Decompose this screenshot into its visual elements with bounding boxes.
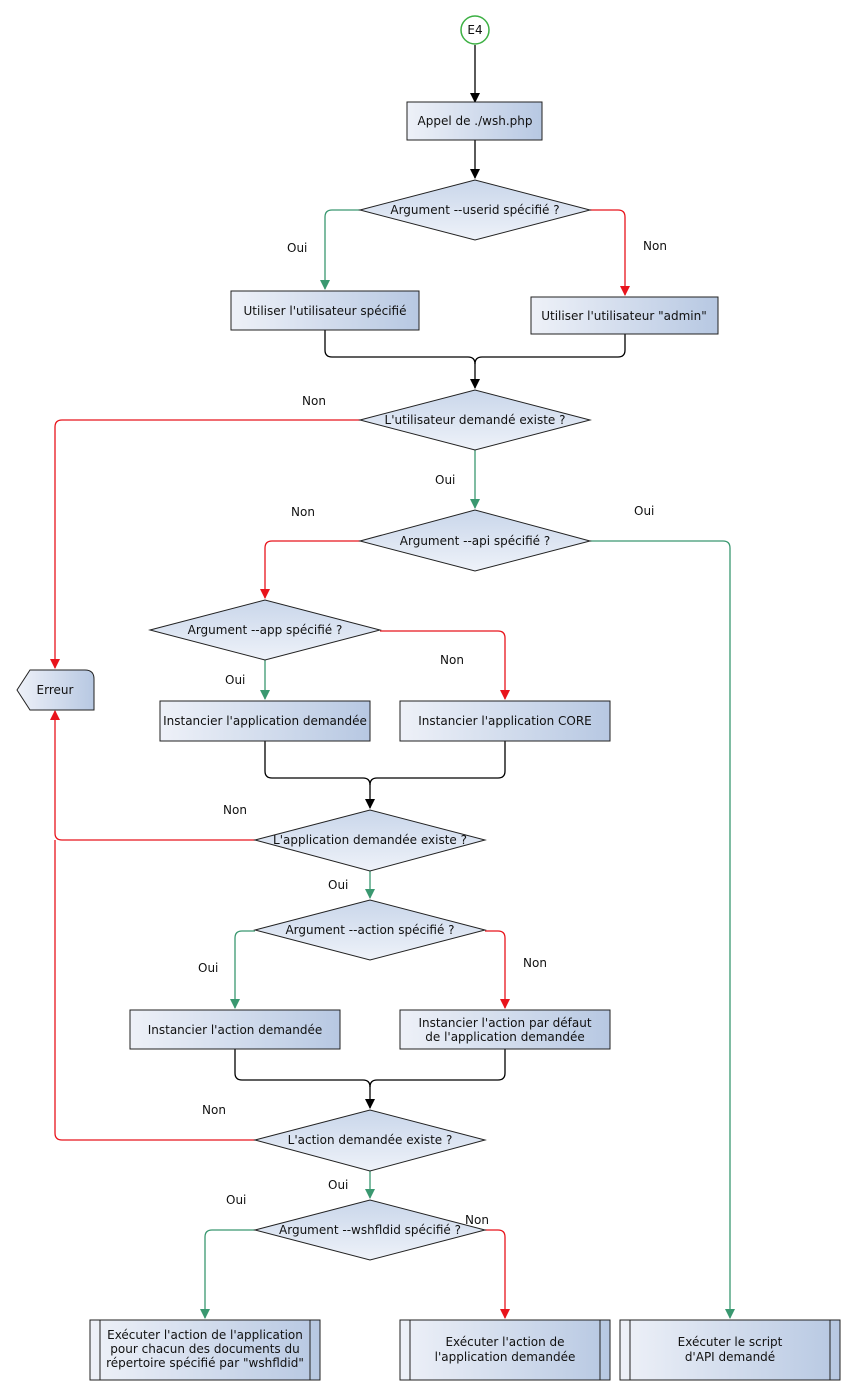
svg-text:pour chacun des documents du: pour chacun des documents du [110, 1342, 299, 1356]
svg-text:Instancier l'action demandée: Instancier l'action demandée [148, 1023, 323, 1037]
connectors [50, 45, 735, 1319]
label-non: Non [202, 1103, 226, 1117]
svg-text:l'application demandée: l'application demandée [435, 1350, 576, 1364]
terminal-error: Erreur [16, 669, 95, 711]
decision-action-exists: L'action demandée existe ? [253, 1109, 487, 1172]
process-inst-action: Instancier l'action demandée [129, 1009, 341, 1050]
subprocess-exec-each-document: Exécuter l'action de l'application pour … [89, 1319, 321, 1381]
decision-wshfldid: Argument --wshfldid spécifié ? [253, 1199, 487, 1261]
svg-text:L'action demandée existe ?: L'action demandée existe ? [288, 1133, 453, 1147]
label-non: Non [223, 803, 247, 817]
svg-text:Instancier l'application deman: Instancier l'application demandée [163, 714, 367, 728]
svg-text:Appel de ./wsh.php: Appel de ./wsh.php [418, 114, 533, 128]
svg-text:Utiliser l'utilisateur "admin": Utiliser l'utilisateur "admin" [541, 309, 707, 323]
process-inst-core: Instancier l'application CORE [399, 700, 611, 742]
label-non: Non [465, 1213, 489, 1227]
svg-text:Exécuter l'action de: Exécuter l'action de [445, 1335, 564, 1349]
process-inst-default-action: Instancier l'action par défaut de l'appl… [399, 1009, 611, 1050]
label-oui: Oui [198, 961, 218, 975]
decision-userid: Argument --userid spécifié ? [358, 179, 592, 241]
svg-text:Argument --action spécifié ?: Argument --action spécifié ? [285, 923, 454, 937]
label-oui: Oui [225, 673, 245, 687]
svg-text:Argument --api spécifié ?: Argument --api spécifié ? [400, 534, 550, 548]
process-use-specified-user: Utiliser l'utilisateur spécifié [230, 290, 420, 331]
label-oui: Oui [634, 504, 654, 518]
svg-text:Argument --userid spécifié ?: Argument --userid spécifié ? [390, 203, 559, 217]
edge-labels: Oui Non Non Oui Non Oui Non Oui Non Oui … [198, 239, 667, 1227]
label-non: Non [302, 394, 326, 408]
decision-app-exists: L'application demandée existe ? [253, 809, 487, 872]
svg-text:répertoire spécifié par "wshfl: répertoire spécifié par "wshfldid" [106, 1356, 304, 1370]
svg-text:Exécuter l'action de l'applica: Exécuter l'action de l'application [107, 1328, 303, 1342]
subprocess-exec-action: Exécuter l'action de l'application deman… [399, 1319, 611, 1381]
svg-text:L'utilisateur demandé existe ?: L'utilisateur demandé existe ? [385, 413, 566, 427]
decision-action: Argument --action spécifié ? [253, 899, 487, 961]
label-non: Non [643, 239, 667, 253]
svg-text:Erreur: Erreur [37, 683, 74, 697]
svg-text:Argument --app spécifié ?: Argument --app spécifié ? [188, 623, 343, 637]
svg-text:Instancier l'application CORE: Instancier l'application CORE [418, 714, 592, 728]
start-node: E4 [460, 15, 490, 45]
process-use-admin: Utiliser l'utilisateur "admin" [530, 296, 719, 335]
start-label: E4 [467, 23, 482, 37]
process-inst-app: Instancier l'application demandée [159, 700, 371, 742]
label-non: Non [523, 956, 547, 970]
svg-text:de l'application demandée: de l'application demandée [425, 1030, 585, 1044]
label-oui: Oui [226, 1193, 246, 1207]
svg-text:d'API demandé: d'API demandé [685, 1350, 775, 1364]
svg-text:L'application demandée existe: L'application demandée existe ? [273, 833, 467, 847]
svg-text:Argument --wshfldid spécifié ?: Argument --wshfldid spécifié ? [279, 1223, 461, 1237]
subprocess-exec-api: Exécuter le script d'API demandé [619, 1319, 841, 1381]
process-call-wsh: Appel de ./wsh.php [406, 101, 543, 141]
label-oui: Oui [328, 878, 348, 892]
svg-text:Instancier l'action par défaut: Instancier l'action par défaut [418, 1016, 591, 1030]
decision-api: Argument --api spécifié ? [358, 509, 592, 572]
svg-text:Utiliser l'utilisateur spécifi: Utiliser l'utilisateur spécifié [244, 304, 407, 318]
decision-app: Argument --app spécifié ? [148, 599, 382, 661]
label-oui: Oui [328, 1178, 348, 1192]
label-non: Non [440, 653, 464, 667]
label-oui: Oui [287, 241, 307, 255]
label-non: Non [291, 505, 315, 519]
svg-text:Exécuter le script: Exécuter le script [678, 1335, 783, 1349]
decision-user-exists: L'utilisateur demandé existe ? [358, 389, 592, 451]
label-oui: Oui [435, 473, 455, 487]
